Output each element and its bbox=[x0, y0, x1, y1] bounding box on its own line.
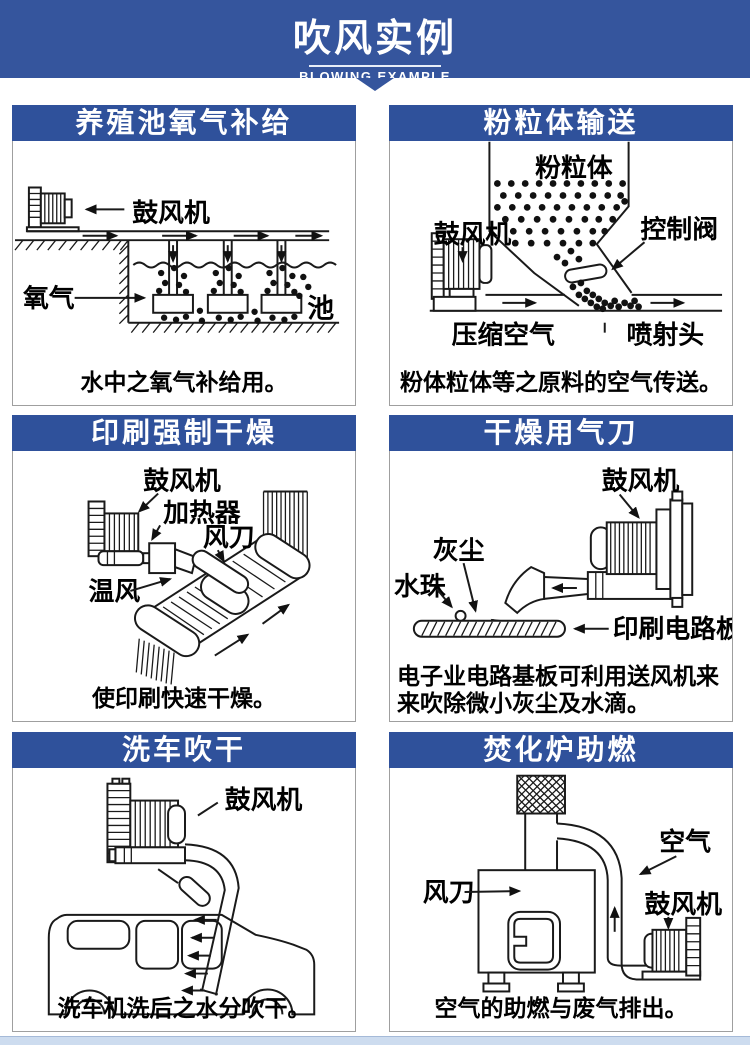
furnace-feet bbox=[482, 971, 585, 993]
panel-powder: 粉粒体输送 bbox=[389, 105, 733, 406]
furnace-icon bbox=[477, 869, 596, 974]
air-knife-icon bbox=[191, 549, 250, 594]
heater-icon bbox=[148, 542, 177, 575]
label-oxygen: 氧气 bbox=[22, 283, 75, 313]
caption-printing: 使印刷快速干燥。 bbox=[92, 685, 276, 711]
panel-printing-title: 印刷强制干燥 bbox=[12, 415, 356, 451]
powder-dots bbox=[493, 180, 642, 313]
caption-incinerator: 空气的助燃与废气排出。 bbox=[434, 995, 688, 1021]
label-blower: 鼓风机 bbox=[602, 467, 680, 496]
powder-diagram: 粉粒体 鼓风机 控制阀 压缩空气 喷射头 bbox=[429, 141, 723, 350]
blower-icon bbox=[641, 916, 702, 981]
control-valve-icon bbox=[564, 263, 608, 284]
label-blower: 鼓风机 bbox=[225, 786, 303, 815]
caption-airknife-line1: 电子业电路基板可利用送风机来 bbox=[397, 663, 719, 689]
panel-carwash: 洗车吹干 bbox=[12, 732, 356, 1032]
bubbles bbox=[155, 264, 312, 324]
label-dust: 灰尘 bbox=[433, 536, 485, 565]
label-blower: 鼓风机 bbox=[434, 220, 512, 249]
page-subtitle: BLOWING EXAMPLE bbox=[299, 69, 451, 84]
blower-icon bbox=[25, 186, 80, 233]
label-jet-head: 喷射头 bbox=[627, 321, 704, 350]
label-valve: 控制阀 bbox=[641, 215, 718, 244]
label-air-knife: 风刀 bbox=[203, 524, 255, 552]
blower-icon bbox=[87, 500, 153, 567]
furnace-door-icon bbox=[507, 910, 561, 971]
incinerator-diagram: 空气 鼓风机 风刀 bbox=[423, 774, 723, 993]
aquaculture-diagram: 鼓风机 氧气 池 bbox=[14, 186, 340, 334]
water-droplet-icon bbox=[454, 609, 467, 622]
label-water-drop: 水珠 bbox=[394, 572, 447, 601]
footer-bar bbox=[0, 1036, 750, 1045]
label-compressed-air: 压缩空气 bbox=[452, 320, 555, 350]
page-title: 吹风实例 bbox=[292, 18, 457, 60]
banner-arrow-icon bbox=[356, 78, 394, 91]
banner-underline bbox=[309, 65, 441, 67]
label-pcb: 印刷电路板 bbox=[613, 614, 732, 644]
label-blower: 鼓风机 bbox=[143, 467, 221, 496]
panel-incinerator-title: 焚化炉助燃 bbox=[389, 732, 733, 768]
label-air: 空气 bbox=[659, 826, 711, 856]
blower-icon bbox=[106, 777, 186, 865]
panel-incinerator: 焚化炉助燃 bbox=[389, 732, 733, 1032]
carwash-diagram: 鼓风机 bbox=[47, 777, 316, 1016]
air-knife-nozzle-icon bbox=[504, 565, 546, 615]
label-blower: 鼓风机 bbox=[645, 890, 723, 919]
printing-diagram: 鼓风机 加热器 风刀 温风 bbox=[87, 467, 311, 685]
blower-icon bbox=[430, 232, 493, 312]
label-powder: 粉粒体 bbox=[535, 153, 613, 183]
page-banner: 吹风实例 BLOWING EXAMPLE bbox=[0, 0, 750, 84]
nozzle-icon bbox=[178, 875, 211, 907]
caption-powder: 粉体粒体等之原料的空气传送。 bbox=[400, 369, 722, 395]
pcb-icon bbox=[412, 619, 566, 638]
label-pool: 池 bbox=[307, 294, 334, 324]
caption-carwash: 洗车机洗后之水分吹干。 bbox=[57, 995, 311, 1021]
caption-aquaculture: 水中之氧气补给用。 bbox=[80, 369, 288, 395]
panel-powder-title: 粉粒体输送 bbox=[389, 105, 733, 141]
airknife-diagram: 鼓风机 灰尘 水珠 印刷电路板 bbox=[394, 467, 732, 644]
panel-aquaculture: 养殖池氧气补给 bbox=[12, 105, 356, 406]
caption-airknife-line2: 来吹除微小灰尘及水滴。 bbox=[397, 690, 650, 716]
label-blower: 鼓风机 bbox=[132, 198, 210, 227]
blower-icon bbox=[586, 490, 694, 608]
panel-printing: 印刷强制干燥 bbox=[12, 415, 356, 722]
panel-carwash-title: 洗车吹干 bbox=[12, 732, 356, 768]
label-heater: 加热器 bbox=[163, 498, 242, 527]
panel-airknife-title: 干燥用气刀 bbox=[389, 415, 733, 451]
label-warm-air: 温风 bbox=[89, 577, 141, 606]
chimney-cap-icon bbox=[516, 774, 566, 815]
caption-airknife: 电子业电路基板可利用送风机来 来吹除微小灰尘及水滴。 bbox=[390, 663, 732, 717]
panel-airknife: 干燥用气刀 bbox=[389, 415, 733, 722]
panel-aquaculture-title: 养殖池氧气补给 bbox=[12, 105, 356, 141]
car-icon bbox=[47, 913, 316, 1016]
